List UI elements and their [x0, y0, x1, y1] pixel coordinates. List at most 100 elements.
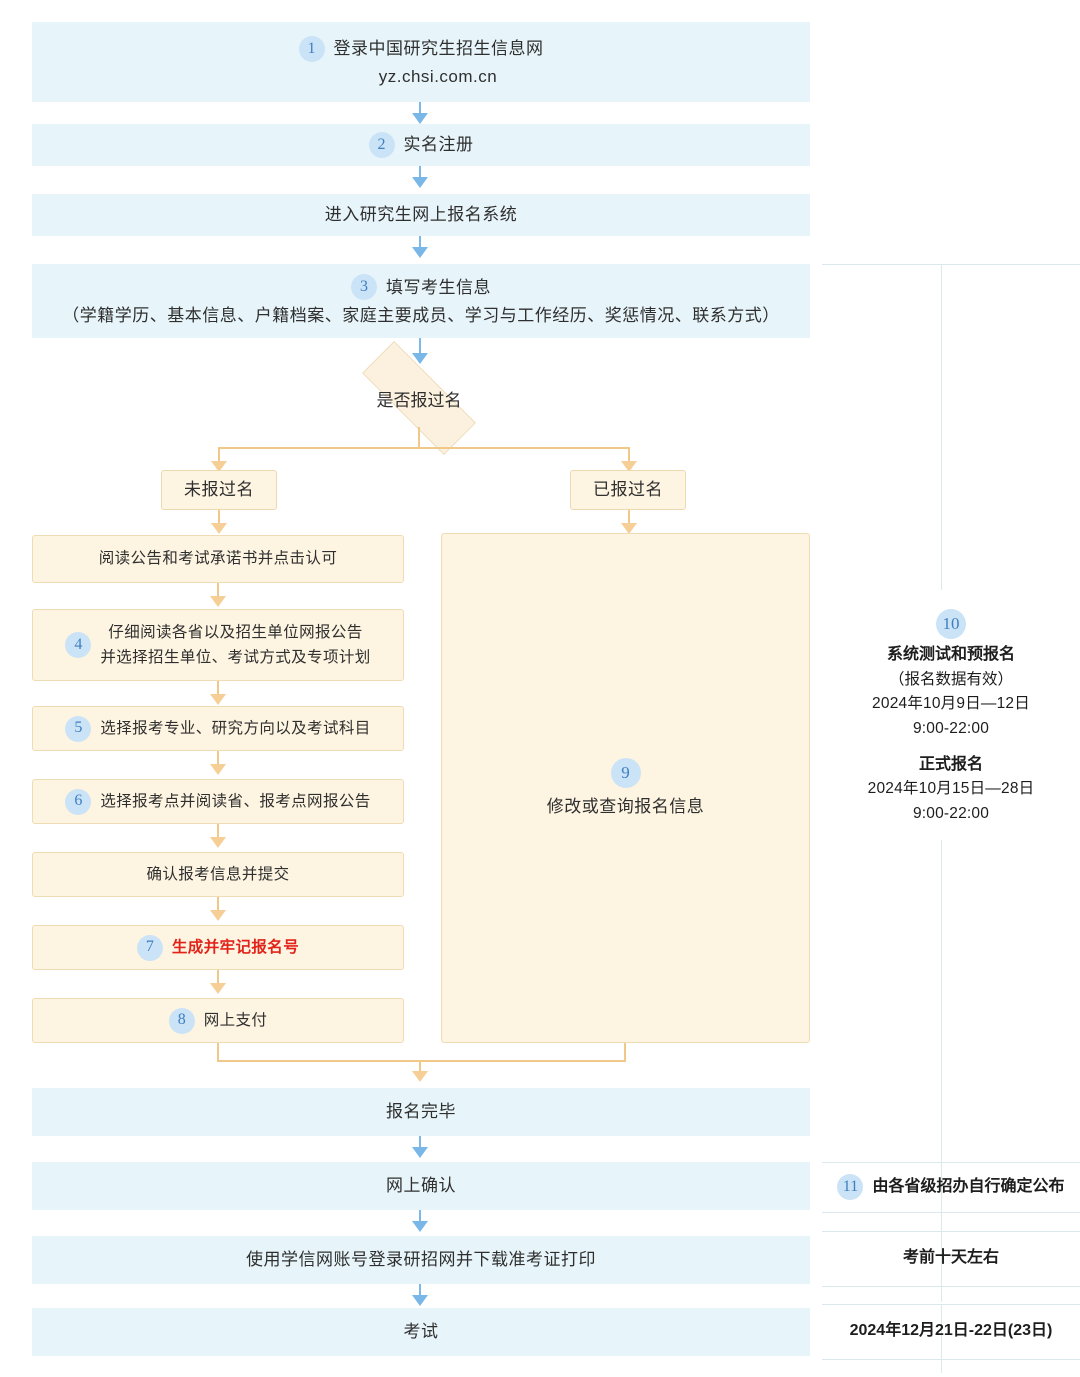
branch-step-label: 网上支付 — [203, 1011, 268, 1029]
connector-line — [419, 102, 421, 122]
decision-registered-before[interactable]: 是否报过名 — [337, 341, 501, 455]
connector-line — [218, 447, 220, 465]
timeline-confirmation-label: 由各省级招办自行确定公布 — [872, 1177, 1065, 1195]
timeline-vertical-line — [941, 1305, 942, 1373]
step-fill-candidate-info-title: 填写考生信息 — [386, 277, 491, 297]
arrow-down-icon — [210, 983, 226, 994]
arrow-down-icon — [210, 764, 226, 775]
step-fill-candidate-info-box[interactable]: 3 填写考生信息 （学籍学历、基本信息、户籍档案、家庭主要成员、学习与工作经历、… — [32, 264, 810, 338]
arrow-down-icon — [412, 1147, 428, 1158]
branch-modify-query-label: 修改或查询报名信息 — [546, 796, 705, 816]
timeline-exam-date-label: 2024年12月21日-22日(23日) — [849, 1322, 1053, 1340]
decision-label: 是否报过名 — [376, 390, 462, 410]
timeline-admission-ticket-label: 考前十天左右 — [902, 1249, 999, 1267]
connector-line — [419, 1136, 421, 1154]
arrow-down-icon — [211, 523, 227, 534]
branch-already-registered-box[interactable]: 已报过名 — [570, 470, 686, 510]
tail-step-label: 考试 — [403, 1322, 439, 1342]
step-fill-candidate-info-detail: （学籍学历、基本信息、户籍档案、家庭主要成员、学习与工作经历、奖惩情况、联系方式… — [62, 306, 780, 326]
tail-step-label: 网上确认 — [386, 1176, 456, 1196]
connector-line — [419, 166, 421, 186]
connector-line — [419, 1284, 421, 1302]
timeline-divider — [822, 264, 1080, 265]
branch-step-label-line2: 并选择招生单位、考试方式及专项计划 — [100, 648, 371, 666]
arrow-down-icon — [621, 523, 637, 534]
timeline-registration-note: （报名数据有效） — [888, 670, 1013, 688]
tail-step-registration-complete[interactable]: 报名完毕 — [32, 1088, 810, 1136]
arrow-down-icon — [412, 177, 428, 188]
timeline-exam-date-cell: 2024年12月21日-22日(23日) — [822, 1305, 1080, 1358]
connector-line — [218, 447, 630, 449]
timeline-divider — [822, 1359, 1080, 1360]
arrow-down-icon — [412, 353, 428, 364]
timeline-formal-registration-hours: 9:00-22:00 — [912, 805, 990, 823]
step-realname-register-box[interactable]: 2 实名注册 — [32, 124, 810, 166]
step-number-badge: 10 — [936, 609, 966, 640]
step-realname-register-label: 实名注册 — [403, 135, 474, 155]
connector-line — [217, 897, 219, 913]
tail-step-online-confirmation[interactable]: 网上确认 — [32, 1162, 810, 1210]
step-number-badge: 4 — [65, 632, 92, 658]
connector-line — [628, 510, 630, 526]
connector-line — [419, 1210, 421, 1228]
step-login-box[interactable]: 1 登录中国研究生招生信息网 yz.chsi.com.cn — [32, 22, 810, 102]
timeline-registration-dates: 2024年10月9日—12日 — [872, 694, 1030, 712]
timeline-formal-registration-dates: 2024年10月15日—28日 — [867, 780, 1035, 798]
step-login-title: 登录中国研究生招生信息网 — [333, 39, 544, 59]
branch-step-confirm-submit[interactable]: 确认报考信息并提交 — [32, 852, 404, 897]
arrow-down-icon — [412, 247, 428, 258]
connector-line — [217, 751, 219, 767]
branch-step-label: 选择报考点并阅读省、报考点网报公告 — [100, 792, 371, 810]
connector-line — [217, 824, 219, 840]
connector-line — [419, 236, 421, 256]
branch-step-6[interactable]: 6 选择报考点并阅读省、报考点网报公告 — [32, 779, 404, 824]
branch-step-label-line1: 仔细阅读各省以及招生单位网报公告 — [108, 624, 363, 642]
arrow-down-icon — [210, 837, 226, 848]
step-number-badge: 7 — [136, 934, 163, 961]
tail-step-download-admission-ticket[interactable]: 使用学信网账号登录研招网并下载准考证打印 — [32, 1236, 810, 1284]
step-number-badge: 5 — [65, 715, 92, 742]
step-login-url: yz.chsi.com.cn — [378, 66, 498, 86]
connector-line — [624, 1043, 626, 1062]
branch-step-5[interactable]: 5 选择报考专业、研究方向以及考试科目 — [32, 706, 404, 751]
branch-step-read-announcement[interactable]: 阅读公告和考试承诺书并点击认可 — [32, 535, 404, 583]
step-enter-system-label: 进入研究生网上报名系统 — [324, 205, 518, 225]
step-enter-system-box[interactable]: 进入研究生网上报名系统 — [32, 194, 810, 236]
arrow-down-icon — [210, 596, 226, 607]
branch-step-7[interactable]: 7 生成并牢记报名号 — [32, 925, 404, 970]
connector-line — [628, 447, 630, 465]
branch-step-label: 选择报考专业、研究方向以及考试科目 — [100, 719, 371, 737]
timeline-registration-hours: 9:00-22:00 — [912, 719, 990, 737]
timeline-registration-title: 系统测试和预报名 — [886, 646, 1015, 664]
step-number-badge: 8 — [168, 1007, 195, 1034]
timeline-divider — [822, 1212, 1080, 1213]
arrow-down-icon — [210, 694, 226, 705]
connector-line — [217, 1060, 626, 1062]
connector-line — [418, 427, 420, 448]
connector-line — [217, 583, 219, 599]
branch-step-4[interactable]: 4 仔细阅读各省以及招生单位网报公告 并选择招生单位、考试方式及专项计划 — [32, 609, 404, 681]
timeline-vertical-line — [941, 840, 942, 1162]
connector-line — [217, 970, 219, 986]
connector-line — [217, 1043, 219, 1062]
step-number-badge: 3 — [351, 274, 377, 301]
timeline-divider — [822, 1304, 1080, 1305]
timeline-admission-ticket-cell: 考前十天左右 — [822, 1232, 1080, 1285]
timeline-divider — [822, 1162, 1080, 1163]
timeline-registration-period: 10 系统测试和预报名 （报名数据有效） 2024年10月9日—12日 9:00… — [822, 598, 1080, 838]
branch-already-registered-label: 已报过名 — [593, 480, 663, 500]
tail-step-exam[interactable]: 考试 — [32, 1308, 810, 1356]
connector-line — [419, 338, 421, 362]
branch-step-label: 确认报考信息并提交 — [146, 865, 290, 883]
step-number-badge: 9 — [610, 757, 641, 788]
arrow-down-icon — [211, 461, 227, 472]
timeline-formal-registration-title: 正式报名 — [918, 755, 983, 773]
arrow-down-icon — [621, 461, 637, 472]
arrow-down-icon — [210, 910, 226, 921]
branch-modify-query-box[interactable]: 9 修改或查询报名信息 — [441, 533, 810, 1043]
branch-not-registered-box[interactable]: 未报过名 — [161, 470, 277, 510]
step-number-badge: 6 — [65, 788, 92, 815]
branch-not-registered-label: 未报过名 — [184, 480, 254, 500]
branch-step-8[interactable]: 8 网上支付 — [32, 998, 404, 1043]
